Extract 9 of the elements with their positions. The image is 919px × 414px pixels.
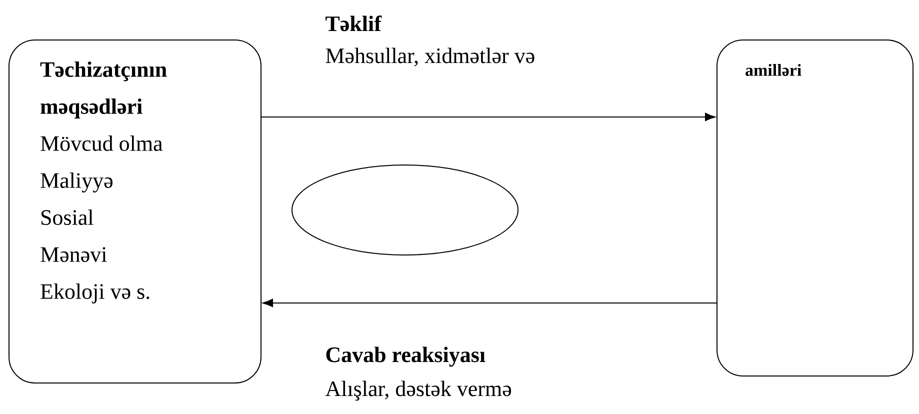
flow-description: Məhsullar, xidmətlər və xyxy=(326,48,534,66)
arrow xyxy=(260,112,716,122)
goals-box: Təchizatçının məqsədləri Mövcud olma Maliyyə Sosial Mənəvi Ekoloji və s. xyxy=(8,40,262,384)
flow-heading: Təklif xyxy=(326,16,382,32)
empty-ellipse xyxy=(292,164,518,256)
arrow xyxy=(262,298,718,308)
flow-description: Alışlar, dəstək vermə xyxy=(325,380,511,401)
flow-heading: Cavab reaksiyası xyxy=(326,346,486,367)
factors-box: amilləri xyxy=(716,40,914,376)
